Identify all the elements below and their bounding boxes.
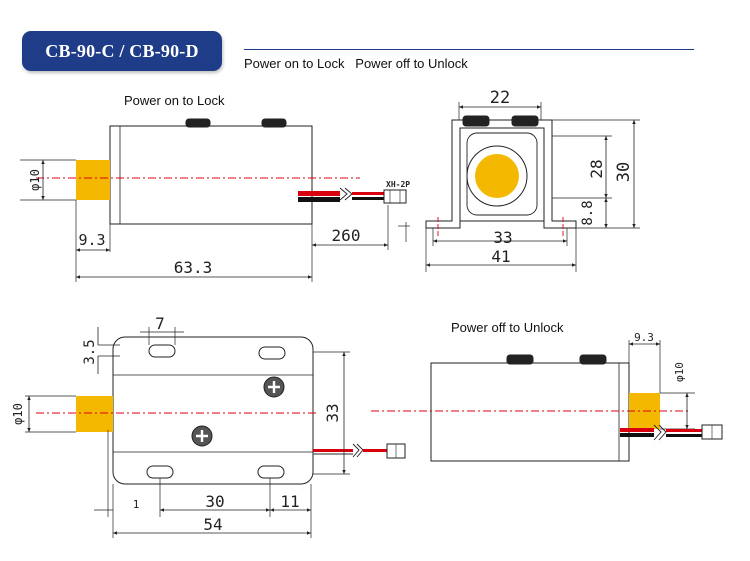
mounting-plate — [112, 336, 314, 485]
dim-30: 30 — [614, 162, 634, 182]
dim-28: 28 — [587, 159, 606, 178]
header-caption: Power on to Lock Power off to Unlock — [244, 56, 468, 71]
lead-wire-red — [352, 192, 384, 195]
mounting-screw-head — [511, 115, 539, 127]
lead-wire-black — [620, 433, 654, 437]
xh-2p-connector — [383, 189, 407, 204]
slot-hole — [148, 344, 176, 358]
dim-7: 7 — [155, 314, 165, 333]
dim-3-5: 3.5 — [82, 339, 98, 364]
dim-11: 11 — [280, 492, 299, 511]
plunger-end — [475, 154, 519, 198]
lock-view-caption: Power on to Lock — [124, 93, 225, 108]
dim-phi10: φ10 — [28, 169, 42, 191]
mounting-screw-head — [185, 118, 211, 128]
plunger — [76, 160, 110, 200]
dim-9-3: 9.3 — [78, 231, 105, 249]
lead-wire-red — [298, 191, 340, 196]
dim-260: 260 — [332, 226, 361, 245]
slot-hole — [257, 465, 285, 479]
dim-41: 41 — [491, 247, 510, 266]
lock-side-view — [20, 118, 410, 282]
dim-phi10: φ10 — [11, 403, 25, 425]
dim-33: 33 — [493, 228, 512, 247]
dim-22: 22 — [490, 88, 510, 108]
mounting-screw-head — [579, 354, 607, 365]
dim-1: 1 — [133, 498, 140, 511]
plan-view — [25, 327, 406, 538]
dim-33: 33 — [323, 403, 342, 422]
lead-wire-black — [352, 197, 384, 200]
dim-30: 30 — [205, 492, 224, 511]
header-rule — [244, 49, 694, 50]
dim-8-8: 8.8 — [580, 200, 596, 225]
slot-hole — [258, 346, 286, 360]
lead-wire-red — [620, 428, 654, 432]
end-view — [425, 102, 640, 272]
lead-wire-black — [666, 434, 702, 437]
lead-wire-red — [363, 449, 387, 452]
unlock-view-caption: Power off to Unlock — [451, 320, 564, 335]
unlock-side-view — [371, 340, 723, 462]
lead-wire-black — [298, 197, 340, 202]
connector-label: XH-2P — [386, 180, 410, 189]
mounting-screw-head — [462, 115, 490, 127]
lead-wire-red — [666, 429, 702, 432]
solenoid-body — [109, 125, 313, 225]
dim-54: 54 — [203, 515, 222, 534]
dim-phi10: φ10 — [673, 362, 686, 382]
mounting-screw-head — [506, 354, 534, 365]
model-badge: CB-90-C / CB-90-D — [22, 31, 222, 71]
solenoid-body — [430, 362, 630, 462]
dim-63-3: 63.3 — [174, 258, 213, 277]
dim-9-3: 9.3 — [634, 331, 654, 344]
slot-hole — [146, 465, 174, 479]
lead-wire-red — [313, 449, 353, 452]
mounting-screw-head — [261, 118, 287, 128]
plunger — [76, 396, 113, 432]
